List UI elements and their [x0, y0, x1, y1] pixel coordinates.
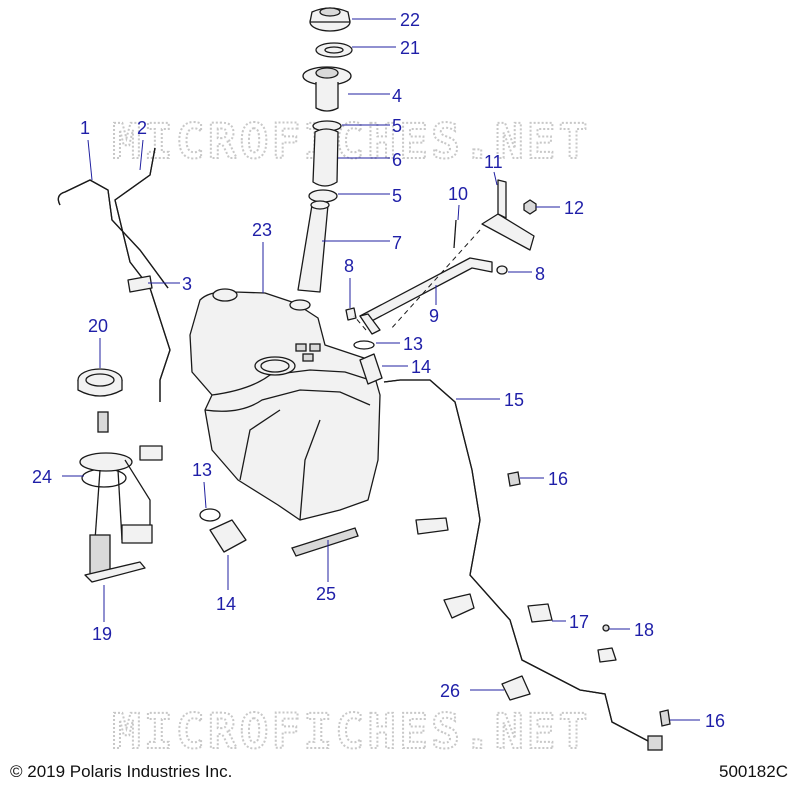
part-8-bolt-right: [496, 265, 508, 275]
strap-pin-line: [389, 229, 481, 331]
part-4-filler-neck: [302, 66, 352, 112]
part-22-fuel-cap: [309, 7, 351, 32]
part-2-vent-line: [114, 147, 171, 402]
callout-9: 9: [429, 306, 439, 326]
part-25-tank-pad: [291, 527, 359, 557]
copyright-text: © 2019 Polaris Industries Inc.: [10, 762, 233, 781]
misc-line-connector-a: [415, 517, 449, 535]
part-13-o-ring-lower: [199, 508, 221, 522]
part-13-o-ring-upper: [353, 340, 375, 350]
callout-17: 17: [569, 612, 589, 632]
document-number: 500182C: [718, 762, 788, 781]
part-15-fuel-supply-line: [383, 379, 663, 751]
callout-13-lower: 13: [192, 460, 212, 480]
callout-18: 18: [634, 620, 654, 640]
part-26-quick-connector: [501, 675, 531, 701]
callout-13-upper: 13: [403, 334, 423, 354]
callout-12: 12: [564, 198, 584, 218]
part-21-cap-gasket: [315, 42, 353, 58]
callout-16-lower: 16: [705, 711, 725, 731]
part-14-sensor-bracket-lower: [209, 519, 247, 553]
part-17-line-clip: [527, 603, 553, 623]
callout-20: 20: [88, 316, 108, 336]
callout-22: 22: [400, 10, 420, 30]
callout-26: 26: [440, 681, 460, 701]
part-6-filler-hose: [312, 128, 339, 187]
callout-25: 25: [316, 584, 336, 604]
misc-line-connector-b: [443, 593, 475, 619]
part-14-hose-clip-upper: [359, 353, 383, 385]
part-8-bolt-left: [345, 307, 357, 321]
part-12-nut: [523, 199, 537, 215]
part-9-tank-strap: [359, 257, 493, 335]
strap-alignment-line: [353, 315, 367, 331]
part-1-vent-line: [57, 179, 169, 289]
misc-line-clip-c: [597, 647, 617, 663]
part-23-fuel-tank: [189, 288, 381, 521]
part-20-pump-lock-ring: [77, 368, 123, 397]
callout-11: 11: [484, 152, 503, 172]
callout-2: 2: [137, 118, 147, 138]
callout-7: 7: [392, 233, 402, 253]
callout-10: 10: [448, 184, 468, 204]
callout-21: 21: [400, 38, 420, 58]
callout-5-lower: 5: [392, 186, 402, 206]
part-3-line-clip: [127, 275, 153, 293]
callout-19: 19: [92, 624, 112, 644]
part-7-filler-tube: [297, 200, 330, 293]
callout-16-upper: 16: [548, 469, 568, 489]
part-11-strap-bracket: [481, 179, 535, 251]
callout-8-right: 8: [535, 264, 545, 284]
watermark-top: MICROFICHES.NET: [112, 114, 590, 170]
callout-1: 1: [80, 118, 90, 138]
callout-24: 24: [32, 467, 52, 487]
part-19-fuel-pump-assembly: [79, 411, 163, 583]
callout-23: 23: [252, 220, 272, 240]
part-18-screw: [602, 624, 610, 632]
part-16-line-clip-upper: [507, 471, 521, 487]
callout-14-upper: 14: [411, 357, 431, 377]
part-5-hose-clamp-lower: [308, 189, 338, 203]
part-10-strap-pin: [453, 219, 457, 249]
callout-4: 4: [392, 86, 402, 106]
watermark-bottom: MICROFICHES.NET: [112, 704, 590, 760]
callout-3: 3: [182, 274, 192, 294]
callout-8-left: 8: [344, 256, 354, 276]
callout-5-upper: 5: [392, 116, 402, 136]
callout-14-lower: 14: [216, 594, 236, 614]
part-16-line-clip-lower: [659, 709, 671, 727]
leader-lines: [62, 18, 700, 721]
callout-15: 15: [504, 390, 524, 410]
callout-6: 6: [392, 150, 402, 170]
